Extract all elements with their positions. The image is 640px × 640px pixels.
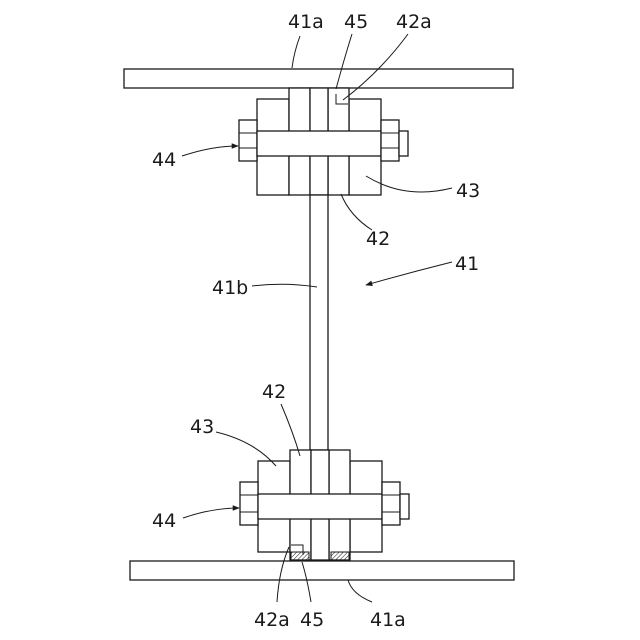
label-web: 41b [212, 277, 248, 299]
leader-assembly [366, 262, 452, 285]
bottom-flange-41a [130, 561, 514, 580]
label-flange-bottom: 41a [370, 609, 406, 631]
bottom-bolt-tip [400, 494, 409, 519]
top-joint [239, 88, 408, 195]
label-clamp-bottom: 45 [300, 609, 324, 631]
label-clamp-top: 45 [344, 11, 368, 33]
leader-bolt-top [182, 146, 238, 156]
label-fill-bottom: 43 [190, 416, 214, 438]
label-fill-top: 43 [456, 180, 480, 202]
label-plate-top: 42 [366, 228, 390, 250]
label-plate-bottom: 42 [262, 381, 286, 403]
label-bolt-bottom: 44 [152, 510, 176, 532]
bottom-joint [240, 450, 409, 561]
leader-flange-top [292, 36, 300, 68]
bottom-nut [240, 482, 258, 525]
bottom-bolt-head [382, 482, 400, 525]
top-bolt-tip [399, 131, 408, 156]
label-flange-top: 41a [288, 11, 324, 33]
top-flange-41a [124, 69, 513, 88]
bottom-clamp-block-right [331, 552, 349, 561]
top-bolt-head [381, 120, 399, 161]
bottom-bolt-shank [258, 494, 382, 519]
top-nut [239, 120, 257, 161]
leader-plate-bottom [281, 404, 300, 456]
leader-recess-top [343, 34, 408, 100]
label-recess-bottom: 42a [254, 609, 290, 631]
label-recess-top: 42a [396, 11, 432, 33]
leader-web [252, 284, 317, 287]
leader-bolt-bottom [183, 508, 239, 518]
leader-flange-bottom [348, 580, 372, 602]
label-bolt-top: 44 [152, 149, 176, 171]
web-41b [310, 195, 328, 450]
top-bolt-shank [257, 131, 381, 156]
label-assembly: 41 [455, 253, 479, 275]
bottom-clamp-block-left [291, 552, 309, 561]
leader-plate-top [341, 194, 372, 230]
